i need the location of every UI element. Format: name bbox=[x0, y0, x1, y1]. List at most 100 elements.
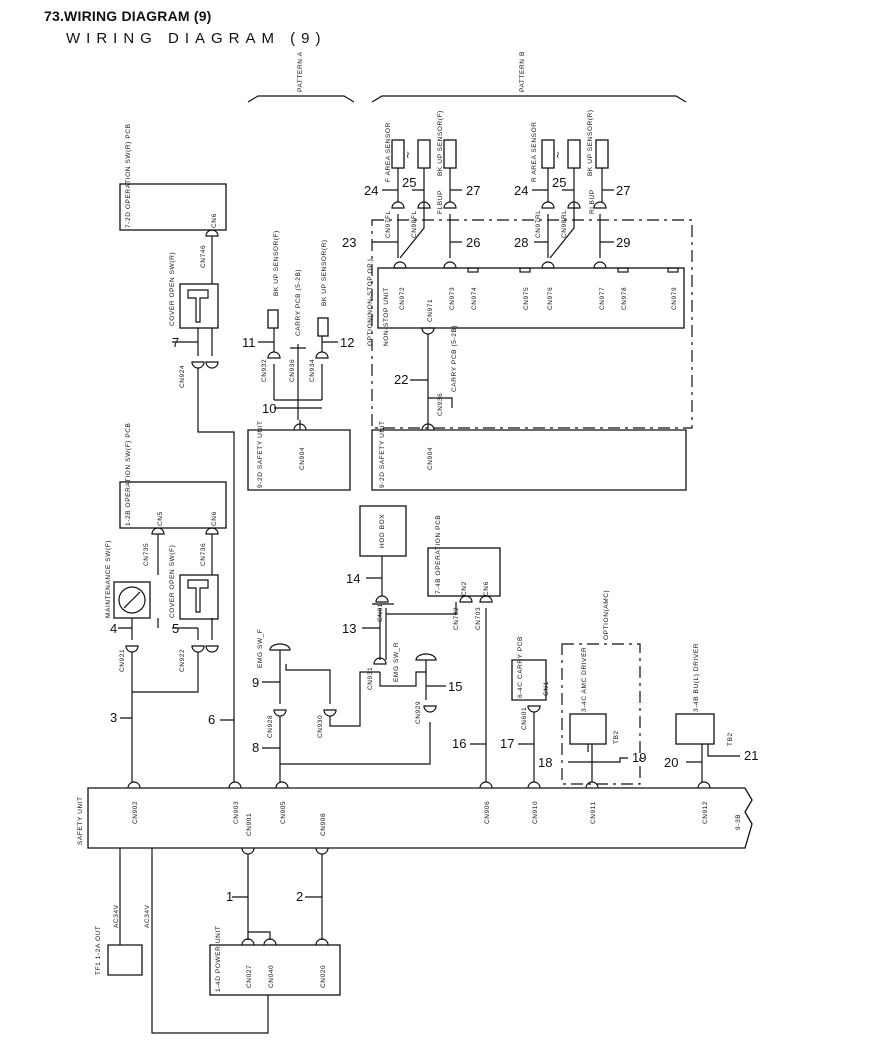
op-sw-f-wires bbox=[118, 534, 213, 640]
cn2-label: CN2 bbox=[461, 581, 468, 596]
wire-num-17: 17 bbox=[500, 736, 514, 751]
cn5-label: CN5 bbox=[157, 511, 164, 526]
carry-pcb-cn1-box bbox=[511, 659, 547, 701]
rlbup-connector bbox=[593, 201, 607, 209]
cn702-label: CN702 bbox=[453, 607, 460, 630]
emg-sw-f-wires bbox=[262, 664, 331, 704]
cn978-label: CN978 bbox=[621, 287, 628, 310]
wire-num-4: 4 bbox=[110, 621, 117, 636]
wire-16 bbox=[470, 608, 487, 782]
wire-num-15: 15 bbox=[448, 679, 462, 694]
cn97fl-connector bbox=[391, 201, 405, 209]
wire-2 bbox=[305, 854, 323, 940]
cn973-label: CN973 bbox=[449, 287, 456, 310]
cn910-label: CN910 bbox=[532, 801, 539, 824]
tf1-label: TF1 1-2A OUT bbox=[95, 926, 102, 975]
cn936-b-label: CN936 bbox=[437, 393, 444, 416]
wire-8 bbox=[262, 671, 431, 782]
maintenance-switch bbox=[113, 581, 151, 619]
bu-l-driver-label: 3-4B BU(L) DRIVER bbox=[693, 643, 700, 712]
cn01-connector bbox=[372, 595, 394, 605]
wire-num-18: 18 bbox=[538, 755, 552, 770]
cn6-op-connector bbox=[479, 595, 493, 603]
cn929-connector bbox=[423, 705, 437, 713]
wire-num-25-f: 25 bbox=[402, 175, 416, 190]
cn931-label: CN931 bbox=[367, 667, 374, 690]
r-area-sensor-box-1 bbox=[541, 139, 555, 169]
pattern-a-label: PATTERN A bbox=[297, 51, 304, 92]
safety-unit-a-label: 9-2D SAFETY UNIT bbox=[257, 420, 264, 488]
option-amc-dashed-box bbox=[561, 643, 641, 785]
cn934-label: CN934 bbox=[309, 359, 316, 382]
wire-num-2: 2 bbox=[296, 889, 303, 904]
cn921-label: CN921 bbox=[119, 649, 126, 672]
bu-l-driver-box bbox=[675, 713, 715, 745]
safety-unit-main-ref: 9-3B bbox=[735, 814, 742, 830]
cn020-label: CN020 bbox=[320, 965, 327, 988]
cn736-label: CN736 bbox=[200, 543, 207, 566]
cn934-connector bbox=[315, 351, 329, 359]
wire-6 bbox=[197, 368, 235, 782]
pattern-a-wires bbox=[258, 328, 338, 430]
wire-num-24-r: 24 bbox=[514, 183, 528, 198]
wire-14 bbox=[366, 556, 383, 596]
cn97fl-label: CN97FL bbox=[385, 210, 392, 238]
cn98rl-connector bbox=[567, 201, 581, 209]
wire-num-29: 29 bbox=[616, 235, 630, 250]
cn601-label: CN601 bbox=[521, 707, 528, 730]
power-unit-connectors bbox=[241, 938, 329, 946]
cn027-label: CN027 bbox=[246, 965, 253, 988]
cn601-connector bbox=[527, 705, 541, 713]
bk-up-sensor-f bbox=[267, 309, 279, 329]
emg-sw-f-button bbox=[269, 643, 291, 664]
emg-sw-r-button bbox=[415, 653, 437, 672]
safety-unit-main-box bbox=[87, 787, 753, 849]
operation-pcb-label: 7-4B OPERATION PCB bbox=[435, 515, 442, 594]
cn901-label: CN901 bbox=[246, 813, 253, 836]
carry-pcb-a-label: CARRY PCB (5-2B) bbox=[295, 269, 302, 336]
wire-num-27-f: 27 bbox=[466, 183, 480, 198]
pattern-b-carry-wires bbox=[410, 334, 453, 430]
r-sensor-wires bbox=[532, 168, 614, 259]
cn6-r-connector bbox=[205, 229, 219, 237]
cn975-label: CN975 bbox=[523, 287, 530, 310]
cn98fl-label: CN98FL bbox=[411, 210, 418, 238]
wire-num-19: 19 bbox=[632, 750, 646, 765]
page-subtitle: WIRING DIAGRAM (9) bbox=[66, 30, 327, 47]
emg-sw-r-wires bbox=[379, 671, 446, 700]
r-area-sensor-label: R AREA SENSOR bbox=[531, 121, 538, 182]
ac34v-wires bbox=[119, 848, 269, 1034]
non-stop-unit-box bbox=[377, 267, 685, 329]
cn976-label: CN976 bbox=[547, 287, 554, 310]
cn924-label: CN924 bbox=[179, 365, 186, 388]
cn922-connector bbox=[191, 645, 219, 653]
ac34v-label-1: AC34V bbox=[113, 904, 120, 928]
wire-num-3: 3 bbox=[110, 710, 117, 725]
bk-up-sensor-f-label: BK UP SENSOR(F) bbox=[273, 230, 280, 296]
wire-num-5: 5 bbox=[172, 621, 179, 636]
wire-num-10: 10 bbox=[262, 401, 276, 416]
bk-up-sensor-r-label: BK UP SENSOR(R) bbox=[321, 239, 328, 306]
wire-num-22: 22 bbox=[394, 372, 408, 387]
cn922-label: CN922 bbox=[179, 649, 186, 672]
amc-tb2 bbox=[587, 744, 628, 763]
f-sensor-wires bbox=[372, 168, 462, 259]
cn936-a-label: CN936 bbox=[289, 359, 296, 382]
cn2-connector bbox=[459, 595, 473, 603]
r-sensor-wave: ≀ bbox=[556, 150, 560, 161]
cn911-label: CN911 bbox=[590, 801, 597, 824]
cn905-label: CN905 bbox=[280, 801, 287, 824]
flbup-connector bbox=[443, 201, 457, 209]
wire-num-12: 12 bbox=[340, 335, 354, 350]
ac34v-label-2: AC34V bbox=[144, 904, 151, 928]
cn924-connector bbox=[191, 361, 219, 369]
r-area-sensor-box-2 bbox=[567, 139, 581, 169]
wire-num-24-f: 24 bbox=[364, 183, 378, 198]
wire-num-23: 23 bbox=[342, 235, 356, 250]
cn98rl-label: CN98RL bbox=[561, 209, 568, 238]
rlbup-label: RLBUP bbox=[589, 189, 596, 214]
cover-open-switch-r bbox=[179, 283, 219, 329]
wire-num-8: 8 bbox=[252, 740, 259, 755]
power-unit-box bbox=[209, 944, 341, 996]
